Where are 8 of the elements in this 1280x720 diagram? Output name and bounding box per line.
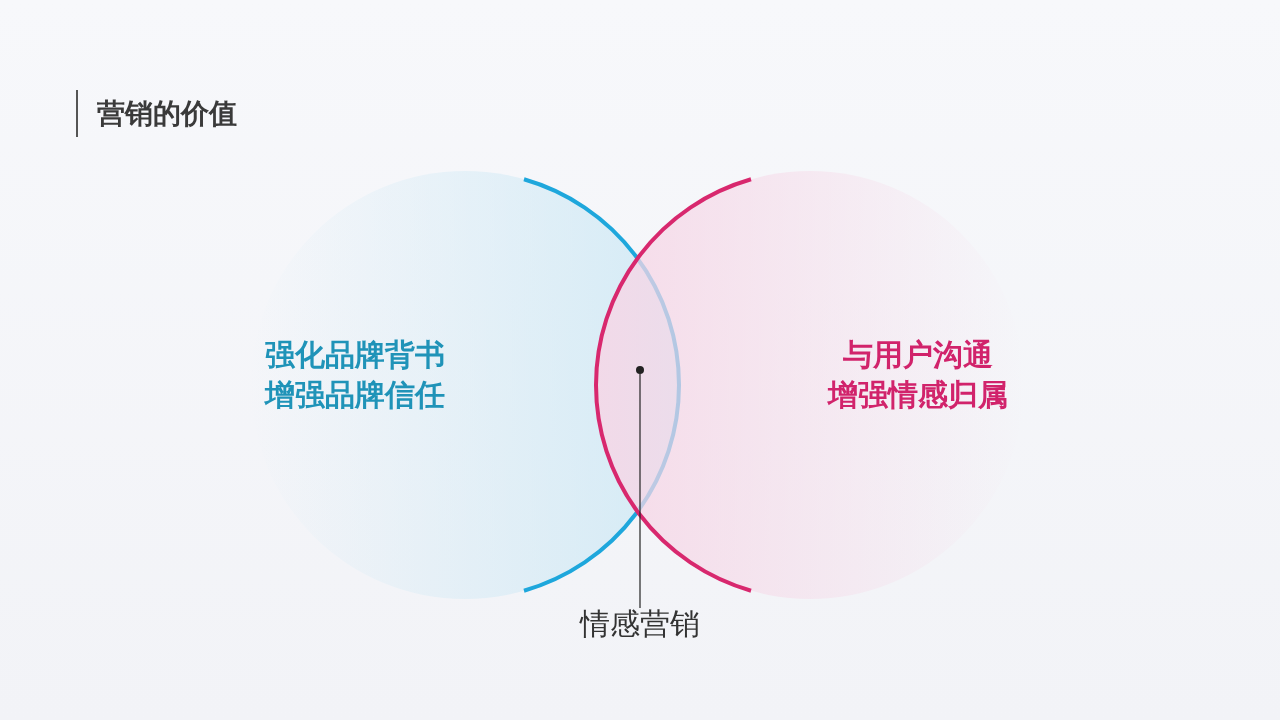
circle-label: 增强情感归属	[828, 376, 1008, 414]
leader-line	[639, 373, 641, 609]
slide-title: 营销的价值	[97, 96, 237, 132]
leader-label: 情感营销	[580, 604, 700, 644]
circle-label: 强化品牌背书	[265, 336, 445, 374]
circle-label: 与用户沟通	[843, 336, 993, 374]
intersection-dot	[636, 366, 644, 374]
circle-label: 增强品牌信任	[265, 376, 445, 414]
